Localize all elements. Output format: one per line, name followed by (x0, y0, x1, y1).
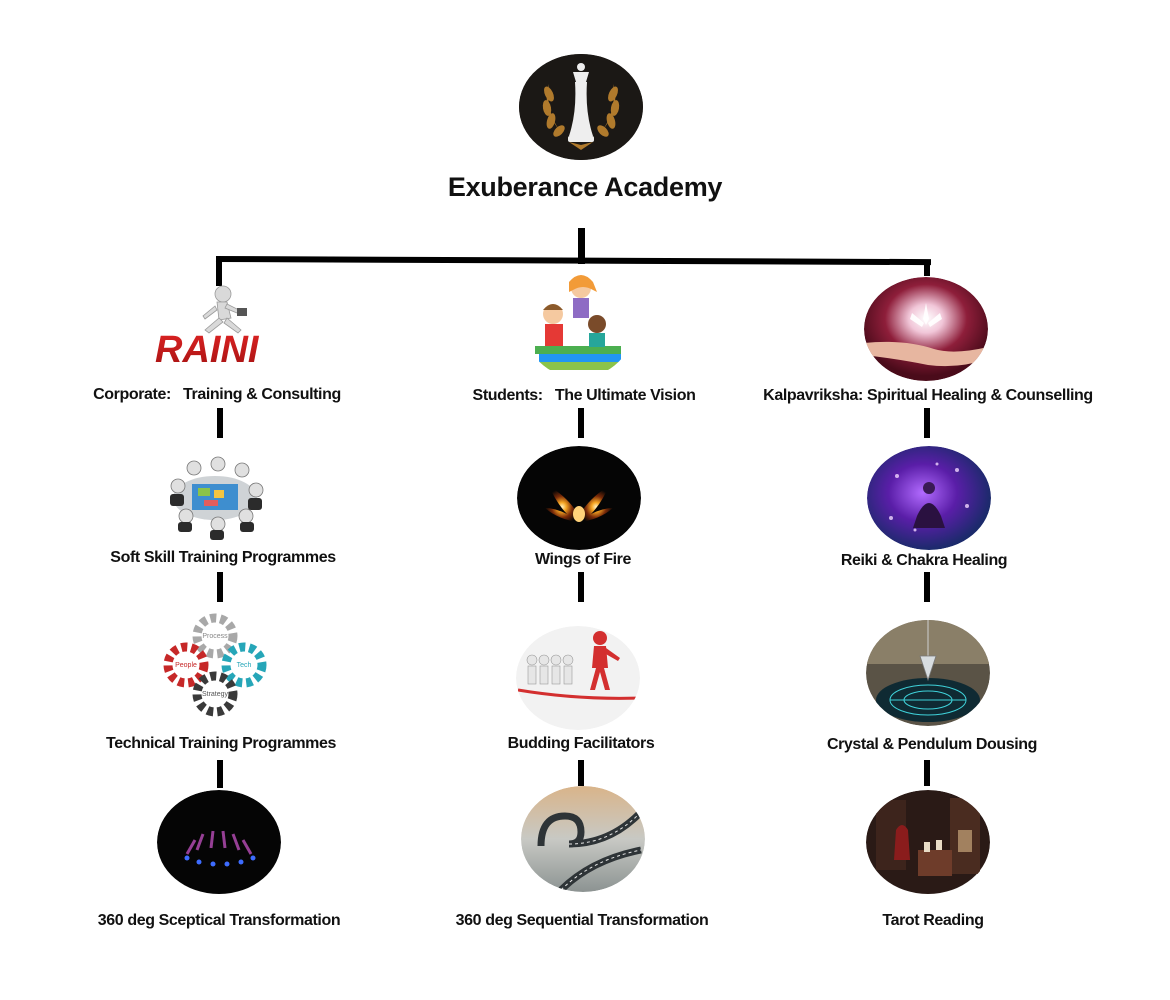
page-title: Exuberance Academy (447, 172, 723, 202)
gears-icon: Process People Tech Strategy (160, 610, 270, 720)
light-ring-icon (157, 790, 281, 895)
glowing-hand-icon (864, 277, 988, 381)
crystal-pendulum-label: Crystal & Pendulum Dousing (826, 736, 1038, 753)
wings-of-fire-label: Wings of Fire (535, 551, 631, 568)
training-runner-icon: RAINI (155, 282, 281, 378)
meeting-table-icon (156, 446, 274, 544)
connector-left-2 (217, 572, 223, 602)
spiral-road-icon (521, 786, 645, 892)
connector-drop-left (216, 258, 222, 286)
gear-process-text: Process (202, 633, 228, 640)
connector-left-1 (217, 408, 223, 438)
sequential-transformation-label: 360 deg Sequential Transformation (455, 912, 709, 929)
soft-skill-label: Soft Skill Training Programmes (110, 549, 336, 566)
leader-figures-icon (516, 626, 640, 730)
connector-drop-right (924, 260, 930, 276)
technical-training-label: Technical Training Programmes (106, 735, 336, 752)
gear-tech-text: Tech (237, 662, 252, 669)
chess-queen-laurel-icon (519, 54, 643, 160)
connector-mid-2 (578, 572, 584, 602)
corporate-head-label: Corporate: Training & Consulting (93, 386, 341, 403)
kids-on-books-icon (523, 268, 635, 378)
gear-strategy-text: Strategy (202, 691, 229, 698)
connector-mid-1 (578, 408, 584, 438)
meditation-aura-icon (867, 446, 991, 550)
raini-text: RAINI (155, 329, 260, 371)
connector-mid-3 (578, 760, 584, 786)
connector-left-3 (217, 760, 223, 788)
sceptical-transformation-label: 360 deg Sceptical Transformation (97, 912, 341, 929)
tarot-reading-label: Tarot Reading (882, 912, 984, 929)
reiki-label: Reiki & Chakra Healing (840, 552, 1008, 569)
gear-people-text: People (175, 662, 197, 669)
fire-wings-icon (517, 446, 641, 550)
budding-facilitators-label: Budding Facilitators (507, 735, 655, 752)
pendulum-icon (866, 620, 990, 726)
connector-horizontal (215, 256, 932, 266)
academy-logo (519, 54, 643, 160)
connector-right-1 (924, 408, 930, 438)
tarot-room-icon (866, 790, 990, 895)
kalpavriksha-head-label: Kalpavriksha: Spiritual Healing & Counse… (763, 387, 1093, 404)
connector-right-2 (924, 572, 930, 602)
connector-trunk (578, 228, 585, 264)
connector-right-3 (924, 760, 930, 786)
students-head-label: Students: The Ultimate Vision (472, 387, 696, 404)
